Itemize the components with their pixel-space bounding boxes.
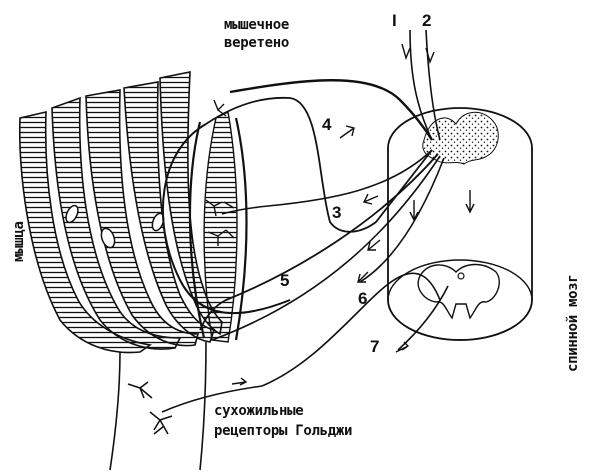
golgi-receptor-left	[127, 381, 153, 399]
fiber-5	[199, 153, 439, 331]
dorsal-root	[409, 29, 433, 141]
label-golgi-line1: сухожильные	[214, 403, 304, 419]
fiber-7-arrow	[395, 341, 410, 353]
label-number-5: 5	[280, 271, 290, 290]
fiber-4-arrow	[339, 125, 355, 139]
label-number-1: I	[392, 11, 397, 30]
tendon	[109, 341, 263, 471]
spindle-ending	[207, 229, 235, 246]
fiber-5-arrow	[367, 239, 381, 251]
muscle-fiber	[85, 89, 200, 347]
golgi-afferent	[261, 272, 441, 387]
grey-matter-bottom	[417, 263, 500, 320]
label-number-6: 6	[358, 289, 368, 308]
grey-matter-top	[422, 111, 499, 165]
dorsal-root	[425, 29, 441, 141]
fiber-4	[229, 79, 434, 141]
label-number-4: 4	[322, 115, 332, 134]
root-arrow	[401, 43, 411, 61]
label-spinal-cord: спинной мозг	[565, 274, 581, 372]
golgi-arrow	[231, 377, 248, 386]
fiber-4-loop	[205, 96, 433, 233]
fiber-5b	[211, 155, 441, 341]
central-canal	[457, 272, 465, 280]
muscle-fibers	[18, 71, 223, 354]
spinal-cord-bottom	[387, 259, 533, 341]
label-muscle-spindle-line2: веретено	[224, 35, 290, 51]
fiber-3	[221, 149, 433, 215]
fiber-nucleus	[100, 227, 116, 249]
fiber-6	[359, 157, 445, 283]
root-arrow	[425, 47, 435, 65]
label-golgi-line2: рецепторы Гольджи	[214, 423, 353, 439]
fiber-3-arrow	[362, 193, 379, 205]
spindle-top-ending	[213, 99, 227, 117]
spinal-cord	[387, 29, 533, 341]
golgi-receptor-right	[149, 411, 173, 435]
spindle-ending	[205, 199, 235, 217]
label-muscle: мышца	[11, 221, 27, 262]
label-muscle-spindle-line1: мышечное	[224, 17, 290, 33]
label-number-2: 2	[422, 11, 432, 30]
spindle-connector	[161, 123, 291, 315]
spinal-cord-side	[387, 148, 533, 341]
golgi-nerve	[161, 385, 263, 413]
muscle-spindle	[188, 99, 248, 343]
fiber-7	[397, 285, 449, 351]
label-number-7: 7	[370, 337, 380, 356]
muscle-fiber	[18, 110, 153, 354]
fiber-nucleus	[65, 204, 79, 224]
label-number-3: 3	[332, 203, 342, 222]
nerve-fibers	[161, 79, 449, 387]
fiber-6-arrow	[357, 271, 369, 283]
